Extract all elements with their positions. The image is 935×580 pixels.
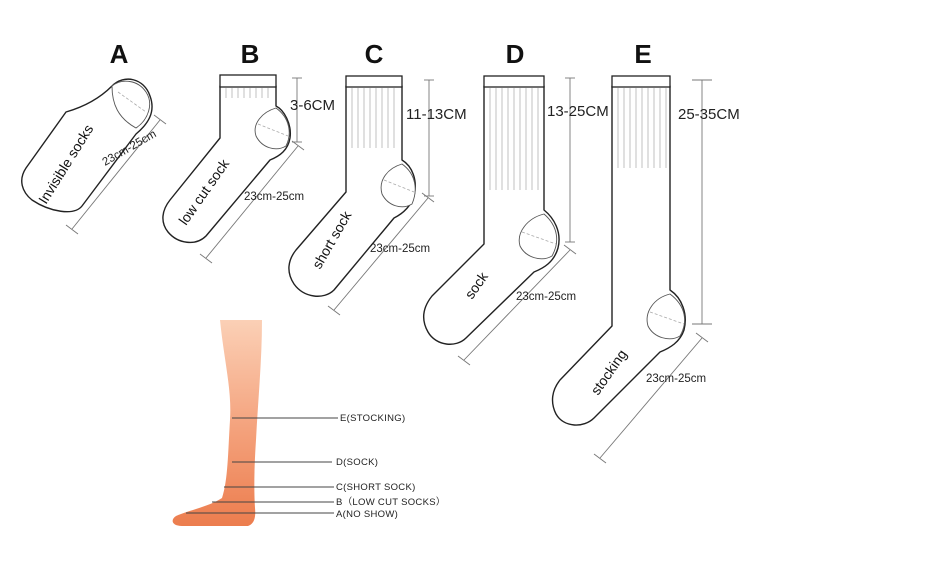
- letter-a: A: [110, 39, 129, 69]
- sock-d-cuff: [483, 75, 545, 88]
- sock-d-length: 23cm-25cm: [516, 291, 576, 303]
- letter-b: B: [241, 39, 260, 69]
- leg-shape: [172, 320, 262, 526]
- sock-d-height-dimension: [565, 77, 575, 243]
- sock-e-height: 25-35CM: [678, 106, 740, 123]
- letter-e: E: [634, 39, 651, 69]
- sock-a-heel: [111, 80, 150, 129]
- sock-c-height: 11-13CM: [406, 106, 467, 123]
- sock-c-length-dimension: [327, 192, 435, 316]
- sock-d-height: 13-25CM: [547, 103, 609, 120]
- sock-c-cuff: [345, 75, 403, 88]
- sock-e-height-dimension: [692, 79, 712, 325]
- sock-d-heel: [518, 213, 558, 260]
- legend-b: B（LOW CUT SOCKS）: [336, 496, 446, 508]
- leg-illustration: [172, 320, 262, 526]
- sock-b-length: 23cm-25cm: [244, 191, 304, 203]
- sock-b: low cut sock 3-6CM 23cm-25cm: [162, 74, 335, 264]
- sock-c-outline: [288, 85, 416, 297]
- legend-c: C(SHORT SOCK): [336, 482, 416, 493]
- sock-d-ribbing: [489, 88, 539, 190]
- sock-e-heel: [646, 293, 686, 340]
- sock-e-cuff: [611, 75, 671, 88]
- leg-legend: E(STOCKING) D(SOCK) C(SHORT SOCK) B（LOW …: [186, 413, 446, 520]
- letter-c: C: [365, 39, 384, 69]
- legend-e: E(STOCKING): [340, 413, 405, 424]
- sock-c-ribbing: [351, 88, 395, 148]
- sock-a: Invisible socks 23cm-25cm: [21, 78, 167, 235]
- sock-d-outline: [422, 85, 560, 345]
- sock-e: stocking 25-35CM 23cm-25cm: [551, 75, 740, 464]
- sock-e-length: 23cm-25cm: [646, 373, 706, 385]
- sock-b-height: 3-6CM: [290, 97, 335, 114]
- sock-a-length-dimension: [65, 114, 167, 235]
- sock-b-ribbing: [225, 88, 269, 98]
- letter-d: D: [506, 39, 525, 69]
- sock-b-heel: [254, 107, 290, 150]
- sock-e-ribbing: [617, 88, 667, 168]
- sock-b-length-dimension: [199, 140, 305, 264]
- sock-d-length-dimension: [457, 244, 577, 366]
- sock-e-outline: [551, 85, 686, 426]
- sock-c-length: 23cm-25cm: [370, 243, 430, 255]
- legend-a: A(NO SHOW): [336, 509, 398, 520]
- sock-d: sock 13-25CM 23cm-25cm: [422, 75, 609, 366]
- sock-e-length-dimension: [593, 332, 709, 464]
- legend-d: D(SOCK): [336, 457, 378, 468]
- sock-c: short sock 11-13CM 23cm-25cm: [288, 75, 467, 316]
- sock-c-height-dimension: [424, 79, 434, 197]
- sock-b-cuff: [219, 74, 277, 88]
